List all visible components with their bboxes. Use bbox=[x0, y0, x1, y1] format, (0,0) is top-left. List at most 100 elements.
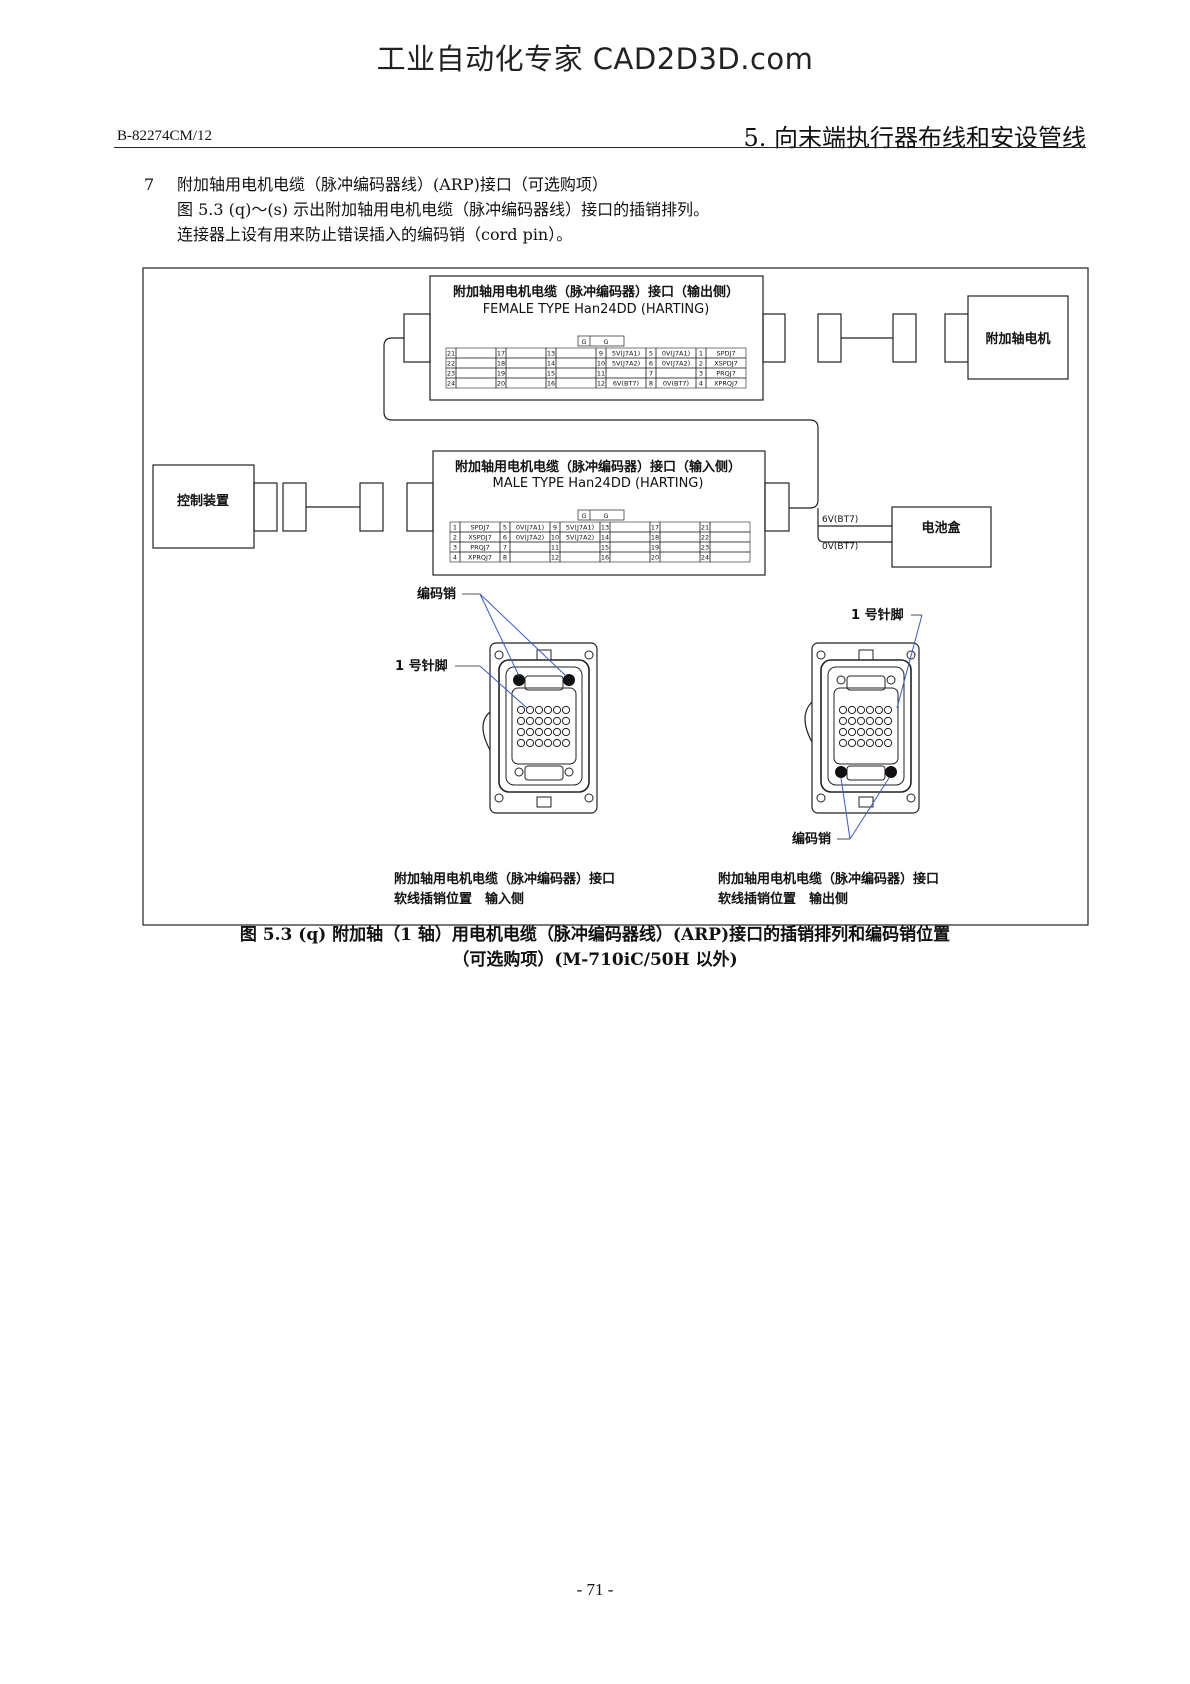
output-pin-cell-text: 14 bbox=[547, 360, 555, 368]
loop-cable bbox=[383, 337, 819, 509]
input-pin-cell-text: 3 bbox=[453, 544, 457, 552]
output-pin-cell-text: 24 bbox=[447, 380, 455, 388]
auxiliary-axis-motor-label: 附加轴电机 bbox=[985, 331, 1050, 347]
contact-pin bbox=[874, 716, 884, 726]
contact-pin bbox=[883, 705, 893, 715]
contact-pin bbox=[525, 705, 535, 715]
output-g-label-2: G bbox=[603, 338, 608, 346]
output-pin-cell-text: 3 bbox=[699, 370, 703, 378]
input-pin-cell-text: SPDJ7 bbox=[470, 524, 489, 532]
contact-pin bbox=[561, 738, 571, 748]
contact-pin bbox=[525, 738, 535, 748]
output-connector-drawing bbox=[804, 642, 920, 814]
battery-6v-label: 6V(BT7) bbox=[822, 515, 858, 525]
input-pin-cell-text: 14 bbox=[601, 534, 609, 542]
controller-cable-connector-a bbox=[282, 482, 307, 532]
cable-connector-b bbox=[892, 313, 917, 363]
contact-pin bbox=[856, 705, 866, 715]
page-number: - 71 - bbox=[576, 1580, 614, 1599]
left-code-pin-leader-2 bbox=[479, 593, 567, 677]
output-pin-cell-text: XPRQJ7 bbox=[714, 380, 738, 388]
contact-pin bbox=[516, 705, 526, 715]
left-code-pin-leader-1 bbox=[479, 593, 520, 677]
contact-pin bbox=[856, 738, 866, 748]
contact-pin bbox=[534, 727, 544, 737]
contact-pin bbox=[847, 716, 857, 726]
output-pin-cell-text: 20 bbox=[497, 380, 505, 388]
input-pin-cell-text: 12 bbox=[551, 554, 559, 562]
contact-pin bbox=[874, 705, 884, 715]
output-pin-cell-text: 13 bbox=[547, 350, 555, 358]
output-right-connector bbox=[762, 313, 786, 363]
contact-pin bbox=[543, 727, 553, 737]
contact-pin bbox=[552, 705, 562, 715]
input-pin-cell-text: 11 bbox=[551, 544, 559, 552]
contact-pin bbox=[865, 727, 875, 737]
contact-pin bbox=[525, 716, 535, 726]
output-pin-cell-text: 15 bbox=[547, 370, 555, 378]
output-pin-cell-text: 22 bbox=[447, 360, 455, 368]
left-pin1-label: 1 号针脚 bbox=[395, 658, 448, 674]
input-g-tab bbox=[577, 509, 625, 521]
input-pin-cell-text: 23 bbox=[701, 544, 709, 552]
input-pin-cell-text: 18 bbox=[651, 534, 659, 542]
document-code: B-82274CM/12 bbox=[117, 128, 213, 144]
contact-pin bbox=[883, 727, 893, 737]
input-pin-cell-text: 13 bbox=[601, 524, 609, 532]
output-pin-cell bbox=[705, 377, 747, 389]
output-pin-cell-text: 5V(J7A2) bbox=[612, 360, 640, 368]
output-side-box bbox=[429, 275, 764, 401]
left-code-pin-label: 编码销 bbox=[417, 586, 456, 602]
right-code-pin-leader-2 bbox=[849, 777, 890, 840]
auxiliary-axis-motor-box bbox=[967, 295, 1069, 380]
output-pin-cell-text: 23 bbox=[447, 370, 455, 378]
contact-pin bbox=[865, 738, 875, 748]
contact-pin bbox=[516, 727, 526, 737]
input-code-pin-1 bbox=[513, 674, 525, 686]
contact-pin bbox=[543, 705, 553, 715]
input-code-pin-2 bbox=[563, 674, 575, 686]
output-pin-cell-text: 11 bbox=[597, 370, 605, 378]
input-pin-cell-text: XPRQJ7 bbox=[468, 554, 492, 562]
output-drawing-caption-1: 附加轴用电机电缆（脉冲编码器）接口 bbox=[718, 871, 939, 887]
figure-frame bbox=[142, 267, 1089, 926]
input-pin-cell-text: 4 bbox=[453, 554, 457, 562]
input-pin-cell-text: 5V(J7A2) bbox=[566, 534, 594, 542]
contact-pin bbox=[534, 716, 544, 726]
cable-connector-a bbox=[817, 313, 842, 363]
input-pin-cell-text: 1 bbox=[453, 524, 457, 532]
output-side-interface: 附加轴用电机电缆（脉冲编码器）接口（输出侧） FEMALE TYPE Han24… bbox=[429, 275, 764, 401]
output-pin-cell-text: 6 bbox=[649, 360, 653, 368]
intro-line-1: 附加轴用电机电缆（脉冲编码器线）(ARP)接口（可选购项） bbox=[177, 175, 608, 194]
controller-connector bbox=[253, 482, 278, 532]
contact-pin bbox=[874, 727, 884, 737]
contact-pin bbox=[856, 727, 866, 737]
contact-pin bbox=[561, 705, 571, 715]
output-pin-cell-text: 12 bbox=[597, 380, 605, 388]
contact-pin bbox=[883, 716, 893, 726]
input-g-label-2: G bbox=[603, 512, 608, 520]
input-pin-cell-text: 6 bbox=[503, 534, 507, 542]
input-pin-cell-text: 7 bbox=[503, 544, 507, 552]
output-side-title: 附加轴用电机电缆（脉冲编码器）接口（输出侧） bbox=[453, 284, 739, 300]
watermark: 工业自动化专家 CAD2D3D.com bbox=[376, 42, 814, 76]
input-drawing-caption-2: 软线插销位置 输入侧 bbox=[394, 891, 524, 907]
contact-pin bbox=[552, 727, 562, 737]
controller-cable-connector-b bbox=[359, 482, 384, 532]
contact-pin bbox=[516, 716, 526, 726]
input-pin-cell bbox=[709, 551, 751, 563]
input-pin-cell-text: 5V(J7A1) bbox=[566, 524, 594, 532]
contact-pin bbox=[874, 738, 884, 748]
output-pin-cell-text: 9 bbox=[599, 350, 603, 358]
right-code-pin-leader-1 bbox=[840, 777, 851, 840]
input-pin-cell-text: 21 bbox=[701, 524, 709, 532]
input-right-connector bbox=[764, 482, 790, 532]
input-pin-cell-text: XSPDJ7 bbox=[468, 534, 492, 542]
contact-pin bbox=[552, 716, 562, 726]
output-pin-cell-text: 0V(J7A1) bbox=[662, 350, 690, 358]
contact-pin bbox=[865, 716, 875, 726]
input-pin-cell-text: 8 bbox=[503, 554, 507, 562]
